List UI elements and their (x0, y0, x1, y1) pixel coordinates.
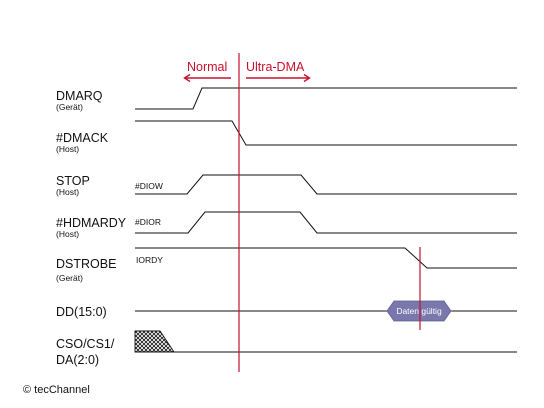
ultra-dma-label: Ultra-DMA (246, 60, 305, 74)
waveforms (135, 87, 517, 353)
phase-header: Normal Ultra-DMA (183, 60, 311, 83)
signal-alt-iordy: IORDY (136, 255, 163, 265)
signal-name-stop: STOP (56, 174, 90, 188)
arrow-left-icon (183, 73, 231, 83)
signal-name-dd: DD(15:0) (56, 305, 107, 319)
signal-name-dmarq: DMARQ (56, 89, 103, 103)
signal-sub-dstrobe: (Gerät) (56, 273, 83, 283)
arrow-right-icon (246, 73, 311, 83)
data-valid-badge: Daten gültig (386, 300, 452, 322)
signal-name-dmack: #DMACK (56, 131, 109, 145)
waveform-dstrobe (135, 247, 517, 269)
copyright-text: © tecChannel (23, 384, 90, 396)
signal-sub-dmarq: (Gerät) (56, 102, 83, 112)
signal-alt-diow: #DIOW (135, 181, 163, 191)
signal-name-dstrobe: DSTROBE (56, 257, 116, 271)
hatched-region (134, 330, 175, 353)
normal-label: Normal (187, 60, 227, 74)
signal-alt-dior: #DIOR (135, 217, 161, 227)
signal-labels: DMARQ (Gerät) #DMACK (Host) STOP (Host) … (56, 89, 163, 367)
waveform-stop (135, 174, 517, 195)
signal-name-cso: CSO/CS1/ (56, 337, 115, 351)
data-valid-label: Daten gültig (396, 306, 442, 316)
signal-sub-hdmardy: (Host) (56, 229, 79, 239)
signal-name-hdmardy: #HDMARDY (56, 216, 127, 230)
signal-sub-stop: (Host) (56, 187, 79, 197)
signal-name-da: DA(2:0) (56, 353, 99, 367)
waveform-dmarq (135, 87, 517, 110)
signal-sub-dmack: (Host) (56, 144, 79, 154)
waveform-hdmardy (135, 211, 517, 234)
waveform-dmack (135, 120, 517, 146)
